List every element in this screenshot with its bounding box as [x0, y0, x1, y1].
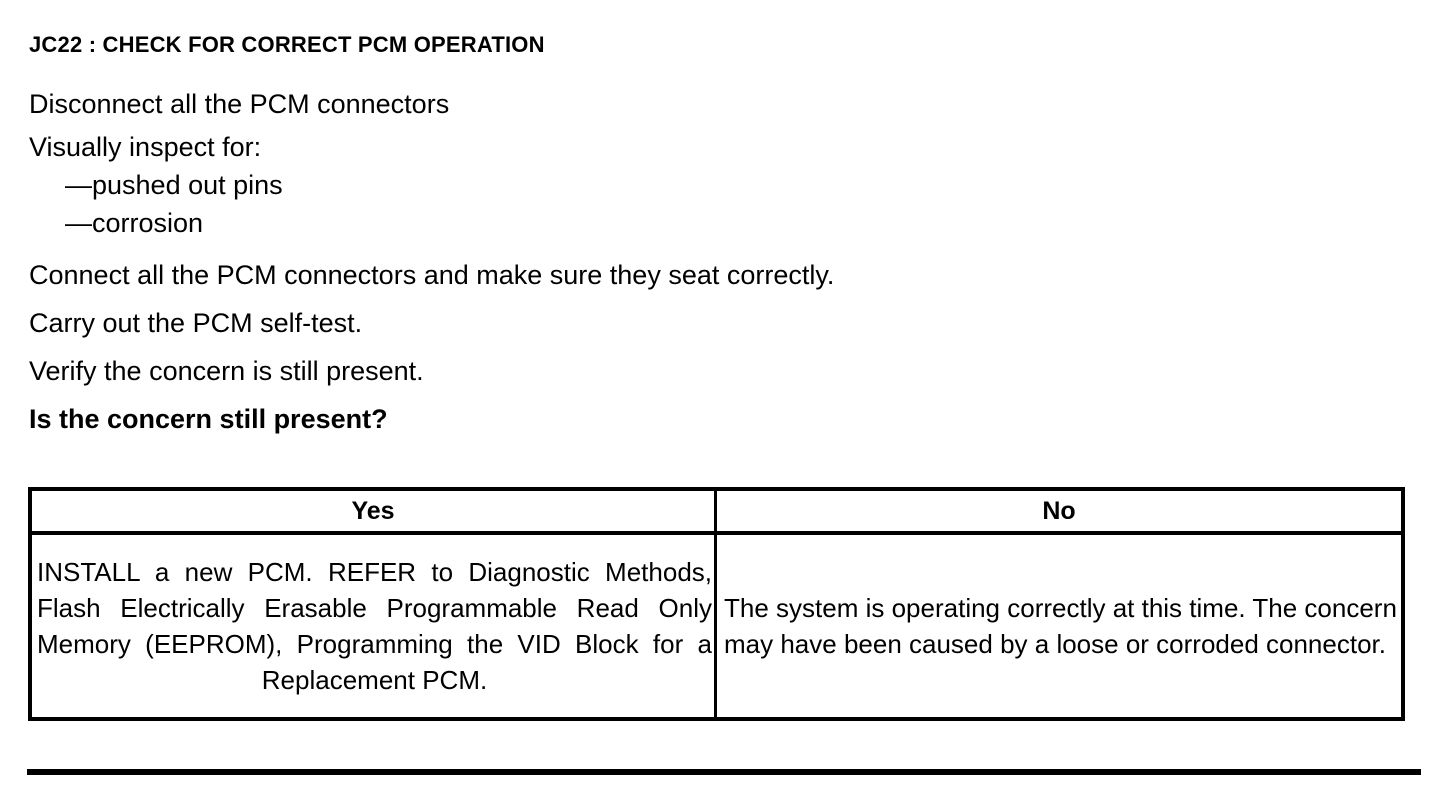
table-row: INSTALL a new PCM. REFER to Diagnostic M…	[32, 535, 1401, 717]
instruction-line-verify: Verify the concern is still present.	[29, 356, 424, 386]
table-cell-no: The system is operating correctly at thi…	[717, 535, 1401, 717]
table-cell-yes: INSTALL a new PCM. REFER to Diagnostic M…	[32, 535, 717, 717]
decision-question: Is the concern still present?	[29, 404, 388, 434]
table-header-row: Yes No	[32, 491, 1401, 535]
table-header-yes: Yes	[32, 491, 717, 531]
instruction-line-connect: Connect all the PCM connectors and make …	[29, 260, 835, 290]
answer-yes-text: INSTALL a new PCM. REFER to Diagnostic M…	[37, 557, 712, 695]
instruction-line-disconnect: Disconnect all the PCM connectors	[29, 89, 450, 119]
instruction-line-self-test: Carry out the PCM self-test.	[29, 308, 363, 338]
page-title: JC22 : CHECK FOR CORRECT PCM OPERATION	[29, 32, 545, 57]
decision-table: Yes No INSTALL a new PCM. REFER to Diagn…	[28, 487, 1405, 721]
answer-no-text: The system is operating correctly at thi…	[724, 593, 1397, 659]
bottom-divider-rule	[27, 769, 1421, 775]
table-header-no: No	[1042, 497, 1076, 525]
instruction-line-visually-inspect: Visually inspect for:	[29, 132, 262, 162]
instruction-bullet-pushed-out-pins: —pushed out pins	[65, 170, 283, 200]
instruction-bullet-corrosion: —corrosion	[65, 208, 204, 238]
instruction-list: Disconnect all the PCM connectors Visual…	[29, 80, 1409, 443]
